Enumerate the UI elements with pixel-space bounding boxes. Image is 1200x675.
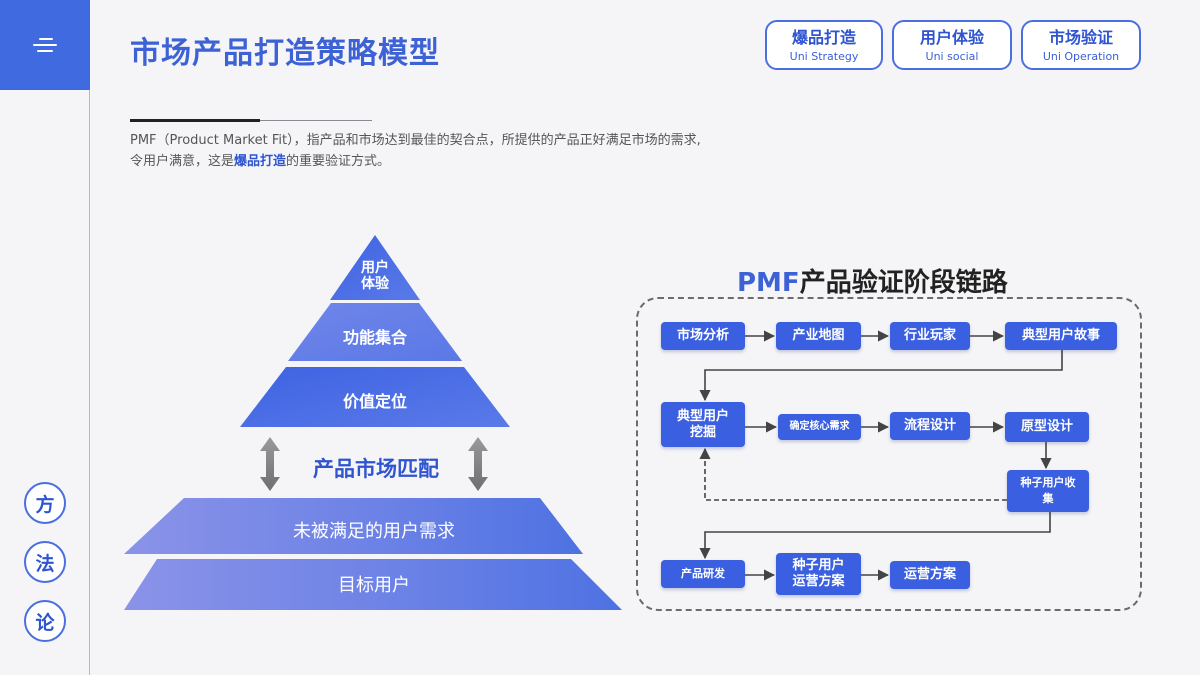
pyramid-level-user-experience: [330, 235, 420, 300]
node-product-development[interactable]: 产品研发: [661, 560, 745, 588]
tag-social[interactable]: 用户体验 Uni social: [892, 20, 1012, 70]
pyramid-label-function-set: 功能集合: [342, 328, 407, 347]
header-divider-accent: [130, 119, 260, 122]
arrow-4: [699, 350, 1063, 402]
tag-label: 爆品打造: [791, 28, 856, 47]
arrow-9-dashed: [699, 447, 1007, 501]
node-market-analysis[interactable]: 市场分析: [661, 322, 745, 350]
double-arrow-right-icon: [468, 437, 488, 491]
pyramid-diagram: [124, 235, 622, 610]
pyramid-label-value-positioning: 价值定位: [342, 392, 407, 411]
product-market-match-label: 产品市场匹配: [313, 457, 439, 481]
node-typical-user-mining[interactable]: 典型用户 挖掘: [661, 402, 745, 447]
flow-title-prefix: PMF: [737, 268, 800, 298]
tag-label: 用户体验: [919, 28, 984, 47]
sidebar-char-lun: 论: [24, 600, 66, 642]
node-industry-players[interactable]: 行业玩家: [890, 322, 970, 350]
pyramid-level-unmet-needs: [124, 498, 583, 554]
node-typical-user-story[interactable]: 典型用户故事: [1005, 322, 1117, 350]
flow-title-rest: 产品验证阶段链路: [799, 268, 1008, 298]
node-prototype-design[interactable]: 原型设计: [1005, 412, 1089, 442]
intro-highlight: 爆品打造: [234, 154, 287, 169]
node-seed-user-collection[interactable]: 种子用户收 集: [1007, 470, 1089, 512]
tag-sublabel: Uni Operation: [1042, 50, 1120, 63]
node-seed-user-ops-plan[interactable]: 种子用户 运营方案: [776, 553, 861, 595]
node-core-needs[interactable]: 确定核心需求: [778, 414, 861, 440]
tag-sublabel: Uni social: [925, 50, 979, 63]
pyramid-label-user-experience: 用户 体验: [361, 260, 389, 292]
tag-sublabel: Uni Strategy: [789, 50, 859, 63]
tag-operation[interactable]: 市场验证 Uni Operation: [1021, 20, 1141, 70]
sidebar-divider: [89, 90, 90, 675]
tag-label: 市场验证: [1048, 28, 1113, 47]
intro-line-2: 令用户满意，这是爆品打造的重要验证方式。: [130, 151, 830, 172]
intro-text-part: 令用户满意，这是: [130, 154, 235, 169]
menu-icon[interactable]: [33, 38, 59, 54]
arrow-10: [699, 512, 1051, 560]
node-operation-plan[interactable]: 运营方案: [890, 561, 970, 589]
sidebar-char-fang: 方: [24, 482, 66, 524]
flow-container: [636, 297, 1142, 611]
sidebar-char-fa: 法: [24, 541, 66, 583]
tag-strategy[interactable]: 爆品打造 Uni Strategy: [765, 20, 883, 70]
intro-text: PMF（Product Market Fit），指产品和市场达到最佳的契合点，所…: [130, 130, 830, 172]
menu-block[interactable]: [0, 0, 90, 90]
pyramid-label-target-users: 目标用户: [338, 575, 410, 596]
node-industry-map[interactable]: 产业地图: [776, 322, 861, 350]
flow-title: PMF产品验证阶段链路: [737, 262, 1008, 299]
page-title: 市场产品打造策略模型: [130, 36, 440, 71]
intro-line-1: PMF（Product Market Fit），指产品和市场达到最佳的契合点，所…: [130, 133, 701, 148]
pyramid-label-unmet-needs: 未被满足的用户需求: [293, 521, 455, 542]
pyramid-level-target-users: [124, 559, 622, 610]
pyramid-level-value-positioning: [240, 367, 510, 427]
double-arrow-left-icon: [260, 437, 280, 491]
node-process-design[interactable]: 流程设计: [890, 412, 970, 440]
intro-text-part: 的重要验证方式。: [286, 154, 391, 169]
pyramid-level-function-set: [288, 303, 462, 361]
